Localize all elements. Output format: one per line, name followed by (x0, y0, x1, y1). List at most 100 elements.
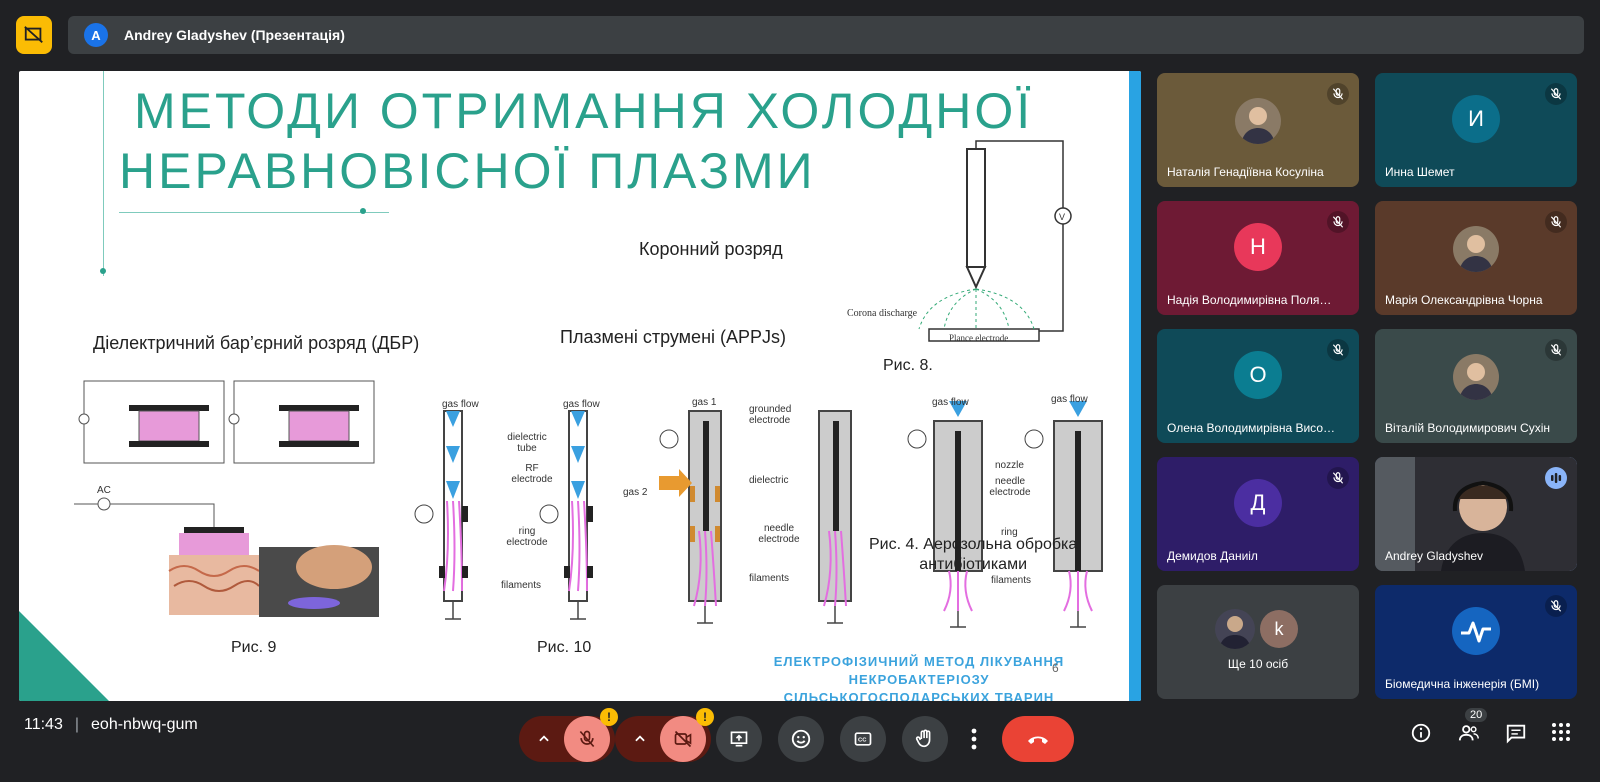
fig8-caption: Рис. 8. (883, 357, 933, 374)
people-count-badge: 20 (1465, 708, 1488, 722)
corona-label: Коронний розряд (639, 239, 783, 259)
mic-off-icon (1332, 344, 1344, 356)
camera-toggle-button[interactable]: ! (660, 708, 714, 762)
mic-off-icon (1550, 344, 1562, 356)
more-options-button[interactable] (960, 716, 988, 762)
captions-icon: CC (854, 732, 872, 746)
gas-flow-label-4: gas flow (1051, 394, 1088, 405)
needle-electrode-label-2: needle electrode (989, 476, 1031, 498)
participant-mic-status (1327, 339, 1349, 361)
camera-options-button[interactable] (620, 732, 660, 746)
fig4-line2: антибіотиками (919, 556, 1028, 573)
participant-avatar: Н (1234, 223, 1282, 271)
slide-decor-dot (360, 208, 366, 214)
slide-footer: ЕЛЕКТРОФІЗИЧНИЙ МЕТОД ЛІКУВАННЯ НЕКРОБАК… (709, 653, 1129, 701)
slide-accent-strip (1129, 71, 1141, 701)
camera-control: ! (615, 708, 714, 762)
grounded-electrode-label: grounded electrode (749, 404, 792, 426)
clock: 11:43 (24, 716, 63, 733)
camera-warning-badge: ! (696, 708, 714, 726)
participant-avatar: k (1260, 610, 1298, 648)
participant-name: Віталій Володимирович Сухін (1385, 421, 1550, 435)
participant-tile[interactable]: Віталій Володимирович Сухін (1375, 329, 1577, 443)
separator: | (74, 716, 80, 733)
presenter-avatar: A (84, 23, 108, 47)
participant-avatar: Д (1234, 479, 1282, 527)
raise-hand-button[interactable] (902, 716, 948, 762)
mic-off-icon (1332, 472, 1344, 484)
ring-label: ring (1001, 527, 1018, 538)
present-off-icon (24, 26, 43, 44)
mic-off-icon (1332, 216, 1344, 228)
mic-off-icon (1550, 600, 1562, 612)
participant-speaking-indicator (1545, 467, 1567, 489)
participant-video (1375, 457, 1577, 571)
slide-decor-dot (100, 268, 106, 274)
participant-name: Біомедична інженерія (БМІ) (1385, 677, 1540, 691)
participant-avatar: И (1452, 95, 1500, 143)
fig9-caption: Рис. 9 (231, 639, 277, 656)
participant-tile[interactable]: И Инна Шемет (1375, 73, 1577, 187)
participant-name: Надія Володимирівна Полян… (1167, 293, 1337, 307)
mic-options-button[interactable] (524, 732, 564, 746)
svg-text:V: V (1059, 212, 1065, 222)
presentation-slide: МЕТОДИ ОТРИМАННЯ ХОЛОДНОЇ НЕРАВНОВІСНОЇ … (19, 71, 1141, 701)
participant-photo (1235, 98, 1281, 144)
fig4-caption: Рис. 4. Аерозольна обробка антибіотиками (869, 535, 1077, 575)
mic-control: ! (519, 708, 618, 762)
gas-flow-label-3: gas flow (932, 397, 969, 408)
participant-name: Инна Шемет (1385, 165, 1455, 179)
people-icon (1458, 725, 1479, 741)
participant-name: Марія Олександрівна Чорна (1385, 293, 1543, 307)
rf-electrode-label: RF electrode (511, 463, 553, 485)
filaments-label-1: filaments (501, 580, 542, 591)
appj-diagram (414, 401, 1103, 628)
participant-photo (1453, 354, 1499, 400)
meeting-code: eoh-nbwq-gum (91, 716, 198, 733)
present-screen-button[interactable] (716, 716, 762, 762)
participant-mic-status (1327, 467, 1349, 489)
filaments-label-3: filaments (991, 575, 1032, 586)
participant-name: Наталія Генадіївна Косуліна (1167, 165, 1324, 179)
captions-button[interactable]: CC (840, 716, 886, 762)
ring-electrode-label: ring electrode (506, 526, 548, 548)
mic-toggle-button[interactable]: ! (564, 708, 618, 762)
participant-tile[interactable]: Біомедична інженерія (БМІ) (1375, 585, 1577, 699)
activities-button[interactable] (1551, 722, 1571, 747)
presenter-bar: A Andrey Gladyshev (Презентація) (68, 16, 1584, 54)
svg-text:CC: CC (858, 738, 867, 744)
nozzle-label: nozzle (995, 460, 1024, 471)
participant-tile[interactable]: Марія Олександрівна Чорна (1375, 201, 1577, 315)
participant-avatar: О (1234, 351, 1282, 399)
participant-mic-status (1545, 211, 1567, 233)
gas-flow-label-2: gas flow (563, 399, 600, 410)
dielectric-label: dielectric (749, 475, 789, 486)
presentation-indicator[interactable] (16, 16, 52, 54)
people-button[interactable] (1457, 722, 1481, 749)
chat-button[interactable] (1505, 722, 1527, 749)
participant-mic-status (1327, 83, 1349, 105)
gas2-label: gas 2 (623, 487, 648, 498)
corona-discharge-label: Corona discharge (847, 308, 918, 319)
participant-mic-status (1545, 339, 1567, 361)
present-screen-icon (730, 731, 748, 747)
participant-tile[interactable]: Наталія Генадіївна Косуліна (1157, 73, 1359, 187)
hang-up-icon (1028, 736, 1048, 744)
participant-mic-status (1545, 595, 1567, 617)
slide-corner-decor (19, 611, 109, 701)
slide-title-line1: МЕТОДИ ОТРИМАННЯ ХОЛОДНОЇ (134, 83, 1034, 139)
corona-diagram: V (918, 140, 1072, 342)
filaments-label-2: filaments (749, 573, 790, 584)
dielectric-tube-label: dielectric tube (507, 432, 547, 454)
dbd-diagram (74, 380, 379, 617)
participant-tile[interactable]: Andrey Gladyshev (1375, 457, 1577, 571)
leave-call-button[interactable] (1002, 716, 1074, 762)
reactions-button[interactable] (778, 716, 824, 762)
meeting-details-button[interactable] (1410, 722, 1432, 749)
participant-tile[interactable]: Н Надія Володимирівна Полян… (1157, 201, 1359, 315)
mic-off-icon (1550, 216, 1562, 228)
mic-off-icon (579, 730, 595, 748)
